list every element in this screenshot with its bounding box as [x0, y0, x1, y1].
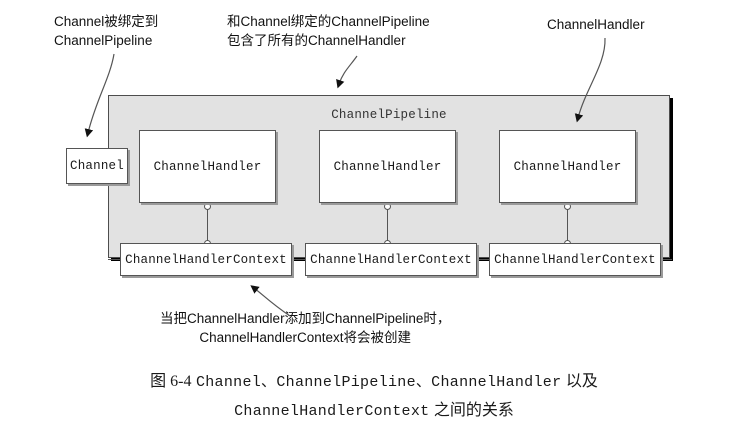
annotation-pipeline-contains-line1: 和Channel绑定的ChannelPipeline — [227, 14, 430, 29]
figure-caption: 图 6-4 Channel、ChannelPipeline、ChannelHan… — [0, 368, 748, 426]
channel-handler-context-box-2: ChannelHandlerContext — [489, 243, 661, 276]
context-link-1-2 — [476, 259, 490, 260]
leader-arrow-pipeline — [336, 55, 358, 89]
figure-caption-mono-1: Channel、ChannelPipeline、ChannelHandler — [195, 374, 562, 391]
context-link-right-edge — [660, 259, 672, 260]
annotation-channel-binding-line1: Channel被绑定到 — [54, 14, 159, 29]
channel-handler-context-label-1: ChannelHandlerContext — [310, 252, 472, 267]
annotation-handler-pointer-line1: ChannelHandler — [547, 17, 645, 32]
context-link-left-edge — [108, 259, 121, 260]
handler-context-link-2 — [567, 206, 568, 246]
channel-handler-label-1: ChannelHandler — [333, 159, 442, 174]
channel-handler-label-0: ChannelHandler — [153, 159, 262, 174]
annotation-context-created: 当把ChannelHandler添加到ChannelPipeline时， Cha… — [160, 309, 450, 347]
channel-handler-context-box-1: ChannelHandlerContext — [305, 243, 477, 276]
annotation-context-created-line2: ChannelHandlerContext将会被创建 — [199, 330, 411, 345]
channel-handler-context-box-0: ChannelHandlerContext — [120, 243, 292, 276]
annotation-handler-pointer: ChannelHandler — [547, 15, 645, 34]
annotation-context-created-line1: 当把ChannelHandler添加到ChannelPipeline时， — [160, 311, 451, 326]
link-dot-handler-0 — [204, 203, 211, 210]
channel-handler-box-0: ChannelHandler — [139, 130, 276, 203]
link-dot-handler-2 — [564, 203, 571, 210]
figure-caption-line-2: ChannelHandlerContext 之间的关系 — [0, 397, 748, 426]
handler-context-link-1 — [387, 206, 388, 246]
figure-number: 图 6-4 — [150, 373, 192, 390]
link-dot-handler-1 — [384, 203, 391, 210]
annotation-channel-binding-line2: ChannelPipeline — [54, 33, 153, 48]
handler-context-link-0 — [207, 206, 208, 246]
channel-handler-context-label-2: ChannelHandlerContext — [494, 252, 656, 267]
channel-handler-box-1: ChannelHandler — [319, 130, 456, 203]
channel-handler-box-2: ChannelHandler — [499, 130, 636, 203]
figure-caption-cn-2: 之间的关系 — [433, 402, 514, 419]
context-link-0-1 — [291, 259, 306, 260]
figure-caption-mono-2: ChannelHandlerContext — [234, 403, 430, 420]
channel-box: Channel — [66, 148, 128, 184]
figure-caption-cn-1: 以及 — [565, 373, 598, 390]
annotation-pipeline-contains-line2: 包含了所有的ChannelHandler — [227, 33, 406, 48]
annotation-pipeline-contains: 和Channel绑定的ChannelPipeline 包含了所有的Channel… — [227, 12, 430, 50]
figure-caption-line-1: 图 6-4 Channel、ChannelPipeline、ChannelHan… — [0, 368, 748, 397]
channel-handler-context-label-0: ChannelHandlerContext — [125, 252, 287, 267]
channel-label: Channel — [70, 159, 124, 173]
annotation-channel-binding: Channel被绑定到 ChannelPipeline — [54, 12, 158, 50]
channel-pipeline-label: ChannelPipeline — [331, 108, 447, 122]
channel-handler-label-2: ChannelHandler — [513, 159, 622, 174]
